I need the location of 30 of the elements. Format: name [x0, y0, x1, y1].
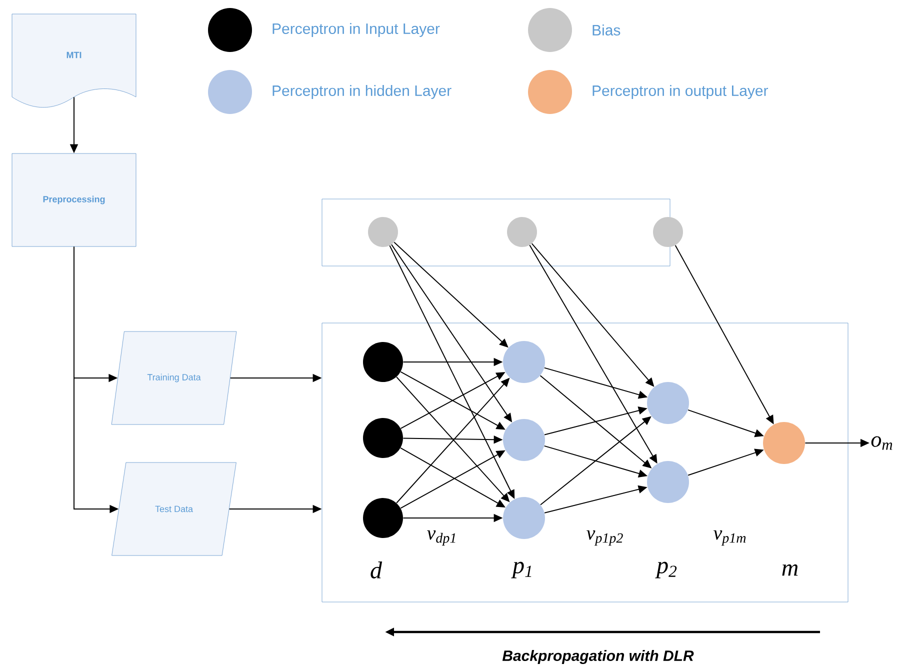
- bias-node: [507, 217, 537, 247]
- legend-text: Perceptron in hidden Layer: [272, 85, 452, 99]
- legend-text: Perceptron in output Layer: [592, 85, 768, 99]
- legend-text: Bias: [592, 24, 620, 36]
- layer-label: p$_{1}$: [511, 562, 532, 578]
- bias-node: [368, 217, 398, 247]
- bias-node: [653, 217, 683, 247]
- legend-text: Perceptron in Input Layer: [272, 23, 440, 37]
- layer-label: d: [370, 562, 382, 578]
- input-neuron: [363, 342, 403, 382]
- weight-label: v$_{p1p2}$: [586, 530, 623, 546]
- hidden-neuron: [647, 461, 689, 503]
- caption-text: Backpropagation with DLR: [502, 650, 694, 664]
- hidden-neuron: [503, 341, 545, 383]
- layer-box: [322, 322, 848, 602]
- layer-box: [322, 198, 670, 266]
- weight-label: v$_{dp1}$: [427, 530, 456, 546]
- data-parallelogram: Training Data: [111, 331, 237, 425]
- layer-label: m: [782, 564, 798, 576]
- hidden-neuron: [647, 382, 689, 424]
- input-neuron: [363, 418, 403, 458]
- layer-label: p$_{2}$: [655, 562, 677, 578]
- hidden-neuron: [503, 497, 545, 539]
- data-parallelogram: Test Data: [112, 462, 236, 556]
- hidden-neuron: [503, 419, 545, 461]
- input-neuron: [363, 498, 403, 538]
- output-symbol: o$_{m}$: [871, 436, 892, 450]
- weight-label: v$_{p1m}$: [714, 530, 746, 546]
- process-box: Preprocessing: [12, 153, 136, 247]
- output-neuron: [763, 422, 806, 464]
